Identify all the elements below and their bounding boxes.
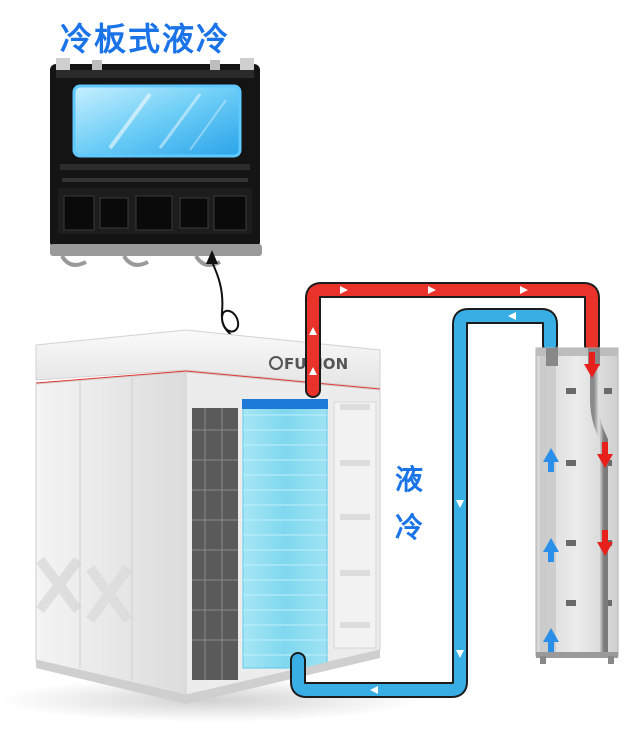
cold-plate-glass	[74, 86, 240, 156]
page-title: 冷板式液冷	[60, 14, 230, 60]
cold-plate-module	[50, 58, 262, 265]
side-label-line1: 液	[395, 458, 423, 498]
side-label-line2: 冷	[395, 506, 423, 546]
server-cabinet: FUSION	[36, 330, 380, 704]
cdu-unit	[536, 348, 618, 664]
liquid-cooled-rack	[243, 400, 327, 668]
